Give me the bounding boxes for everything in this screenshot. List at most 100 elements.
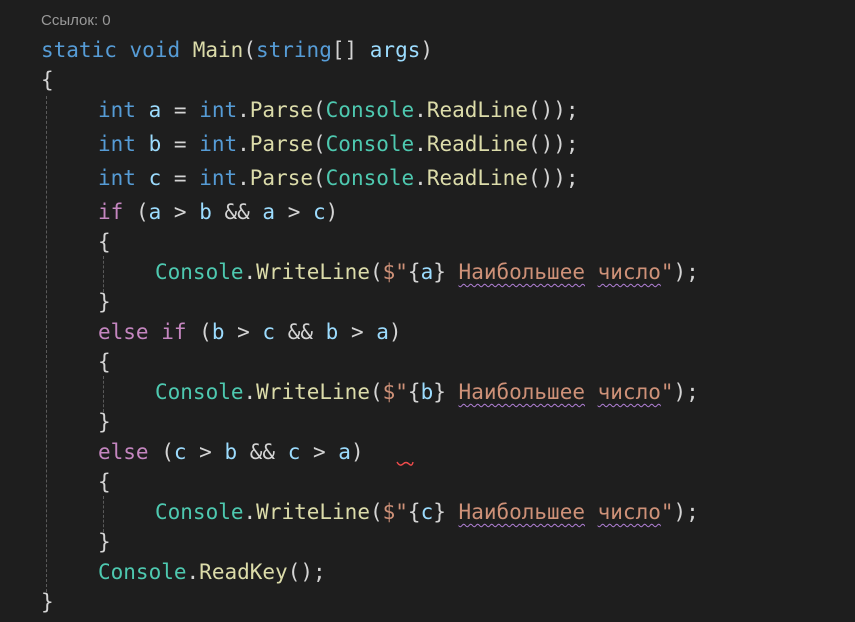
token-string: $" [382,380,408,404]
token-punc: ( [123,200,149,224]
token-variable: c [313,200,326,224]
indent-guide-else-block [103,496,104,532]
code-line-12[interactable]: Console.WriteLine($"{b} Наибольшее число… [155,377,699,407]
token-param: args [369,38,421,62]
token-variable: a [376,320,389,344]
token-brace: } [98,290,111,314]
token-variable: b [420,380,434,404]
token-keyword: int [199,98,238,122]
token-variable: a [262,200,276,224]
code-line-4[interactable]: int b = int.Parse(Console.ReadLine()); [98,129,579,159]
token-punc: > [161,200,200,224]
token-punc: && [211,200,263,224]
token-class: Console [155,500,244,524]
token-punc: { [407,260,421,284]
token-method: ReadLine [426,98,528,122]
token-brace: } [98,530,111,554]
token-variable: c [262,320,276,344]
token-keyword: int [98,98,136,122]
token-string [585,500,598,524]
token-punc: ); [673,380,699,404]
token-class: Console [325,98,415,122]
token-punc: > [275,200,314,224]
code-line-11[interactable]: { [98,347,111,377]
indent-guide-outer [46,96,47,592]
code-line-19[interactable]: } [41,587,54,617]
code-line-1[interactable]: static void Main(string[] args) [41,35,433,65]
token-brace: { [98,470,111,494]
token-method: ReadLine [426,166,528,190]
code-line-10[interactable]: else if (b > c && b > a) [98,317,402,347]
token-variable: a [148,98,162,122]
token-keyword: int [199,132,238,156]
token-variable: c [287,440,301,464]
token-control: else [98,320,149,344]
token-punc: ( [313,132,326,156]
token-string: " [660,380,674,404]
token-string: $" [382,500,408,524]
token-variable: b [148,132,162,156]
token-punc: ( [186,320,212,344]
token-punc: } [433,380,446,404]
code-line-13[interactable]: } [98,407,111,437]
token-keyword: static [41,38,117,62]
token-string-spellcheck: число [597,260,661,284]
token-punc: . [414,98,427,122]
token-punc: . [243,500,257,524]
token-variable: b [325,320,339,344]
token-punc: . [414,132,427,156]
token-class: Console [155,380,244,404]
token-punc: && [237,440,288,464]
token-string [446,260,459,284]
token-variable: a [148,200,162,224]
token-punc: > [186,440,225,464]
token-class: Console [325,166,415,190]
token-punc: [] [331,38,370,62]
token-string-spellcheck: число [597,500,661,524]
token-brace: { [98,230,111,254]
token-punc: ) [325,200,339,224]
token-punc: > [300,440,339,464]
token-punc: . [237,166,250,190]
token-keyword: int [98,166,136,190]
code-line-17[interactable]: } [98,527,111,557]
token-punc: > [224,320,263,344]
token-punc: = [161,166,200,190]
token-punc: ( [369,380,383,404]
code-line-7[interactable]: { [98,227,111,257]
token-method: Parse [249,166,313,190]
token-keyword: void [129,38,181,62]
token-variable: a [420,260,434,284]
codelens-references[interactable]: Ссылок: 0 [41,12,111,29]
token-punc: = [161,98,200,122]
token-variable: c [173,440,187,464]
code-line-6[interactable]: if (a > b && a > c) [98,197,338,227]
code-line-5[interactable]: int c = int.Parse(Console.ReadLine()); [98,163,579,193]
token-punc: . [237,98,250,122]
token-class: Console [155,260,244,284]
token-string-spellcheck: Наибольшее [458,500,585,524]
token-punc: ) [350,440,364,464]
token-punc: && [275,320,326,344]
code-line-2[interactable]: { [41,65,54,95]
code-line-3[interactable]: int a = int.Parse(Console.ReadLine()); [98,95,579,125]
code-line-16[interactable]: Console.WriteLine($"{c} Наибольшее число… [155,497,699,527]
token-class: Console [98,560,187,584]
token-punc: ); [673,260,699,284]
code-line-18[interactable]: Console.ReadKey(); [98,557,326,587]
token-method: WriteLine [256,380,370,404]
code-line-9[interactable]: } [98,287,111,317]
token-punc: ( [313,98,326,122]
token-string [585,260,598,284]
token-keyword: int [199,166,238,190]
token-method: Parse [249,98,313,122]
code-line-14[interactable]: else (c > b && c > a) [98,437,364,467]
indent-guide-elseif-block [103,376,104,412]
code-line-8[interactable]: Console.WriteLine($"{a} Наибольшее число… [155,257,699,287]
token-variable: a [338,440,351,464]
error-squiggle-icon[interactable] [396,460,414,468]
code-line-15[interactable]: { [98,467,111,497]
token-punc: ()); [527,132,579,156]
token-variable: b [224,440,238,464]
